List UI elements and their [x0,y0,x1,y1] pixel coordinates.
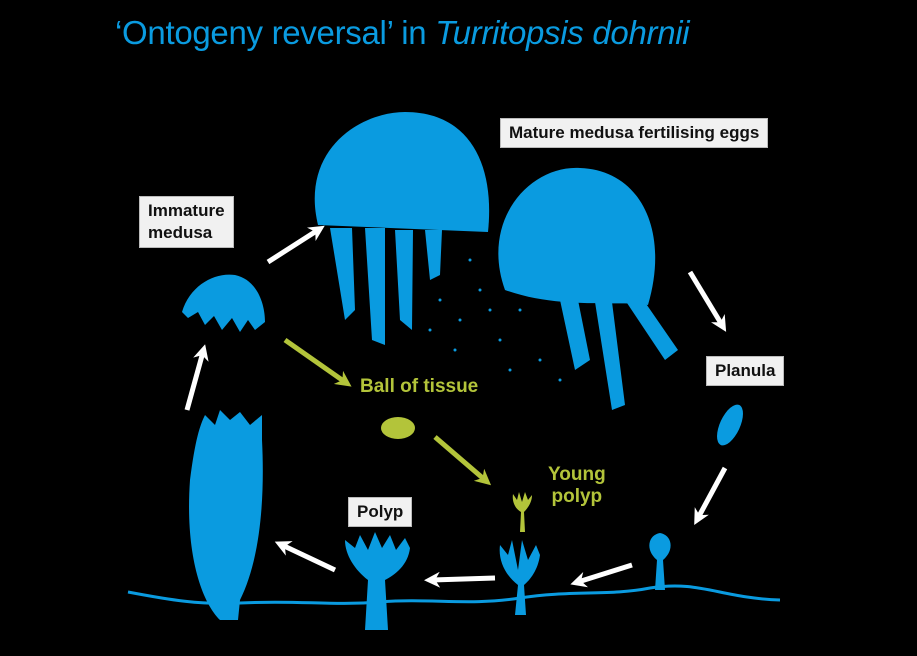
reversal-arrows [283,337,492,486]
diagram-title: ‘Ontogeny reversal’ in Turritopsis dohrn… [115,14,690,52]
label-line: polyp [551,486,603,507]
mature-medusa-2 [498,167,678,410]
label-polyp: Polyp [348,497,413,527]
label-mature-medusa: Mature medusa fertilising eggs [500,118,769,148]
white-arrows [184,225,728,588]
ball-of-tissue [381,417,415,439]
label-planula: Planula [706,356,785,386]
young-polyp [499,540,540,615]
label-line: Immature [148,201,225,220]
label-line: medusa [148,223,213,242]
label-ball-of-tissue: Ball of tissue [360,376,479,397]
label-immature-medusa: Immature medusa [139,196,234,248]
eggs [428,258,562,382]
species-name: Turritopsis dohrnii [435,14,690,51]
mature-medusa-1 [314,112,490,345]
polyp [345,532,410,630]
young-polyp-reversal [512,492,532,532]
label-line: Young [548,464,606,485]
settled-larva [649,533,671,590]
title-text: ‘Ontogeny reversal’ in [115,14,436,51]
polyp-colony [189,410,263,620]
planula [717,404,743,446]
immature-medusa [182,274,265,332]
